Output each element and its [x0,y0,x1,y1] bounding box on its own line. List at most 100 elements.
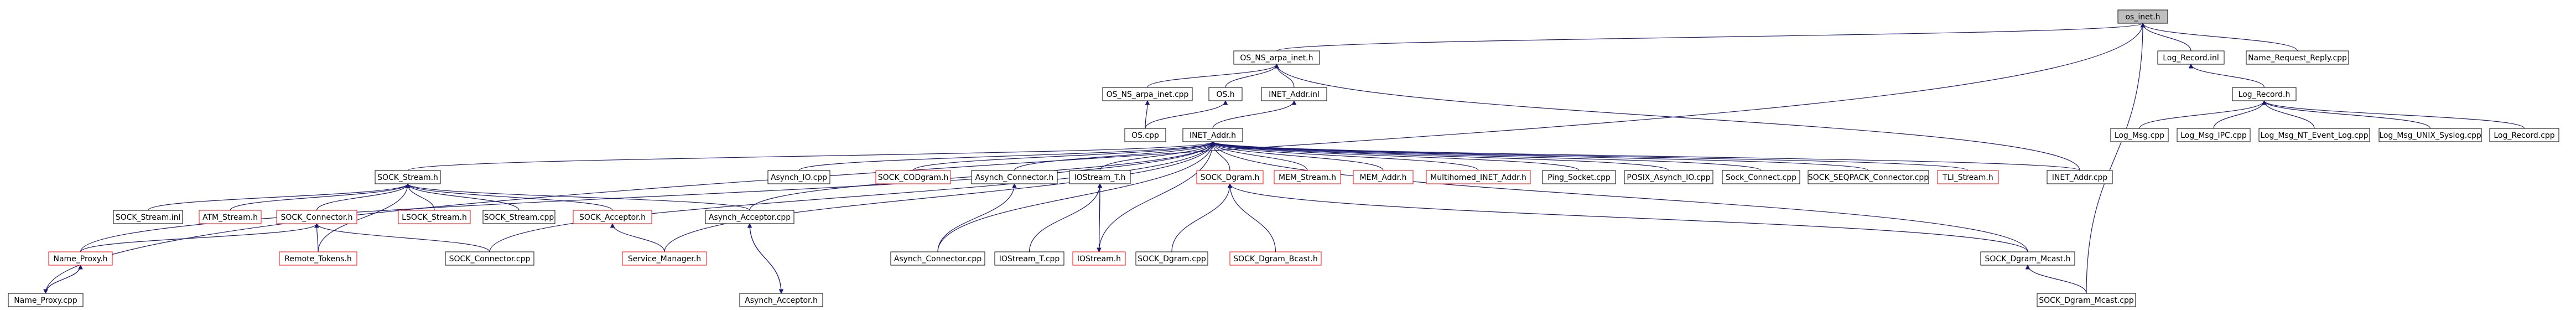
node-atm-stream-h[interactable]: ATM_Stream.h [199,210,262,224]
node-os-ns-arpa-inet-cpp[interactable]: OS_NS_arpa_inet.cpp [1102,87,1193,101]
node-box [890,251,985,266]
node-asynch-connector-h[interactable]: Asynch_Connector.h [971,170,1058,184]
node-log-record-h[interactable]: Log_Record.h [2232,87,2297,101]
node-log-msg-nt[interactable]: Log_Msg_NT_Event_Log.cpp [2258,128,2370,142]
node-ping-socket-cpp[interactable]: Ping_Socket.cpp [1542,170,1616,184]
node-box [994,251,1064,266]
node-inet-addr-cpp[interactable]: INET_Addr.cpp [2047,170,2113,184]
edge-iostream-h-to-inet-addr-h [1098,141,1216,252]
edge-line [45,265,81,294]
edge-line [1098,141,1213,252]
node-iostream-t-h[interactable]: IOStream_T.h [1069,170,1131,184]
node-log-record-cpp[interactable]: Log_Record.cpp [2489,128,2559,142]
edge-line [798,141,1213,171]
node-box [1072,251,1126,266]
edge-os-h-to-os-ns-arpa-inet-h [1225,63,1279,88]
edge-name-proxy-cpp-to-name-proxy-h [45,264,83,294]
node-log-record-inl[interactable]: Log_Record.inl [2157,50,2225,65]
node-box [279,251,357,266]
node-log-msg-cpp[interactable]: Log_Msg.cpp [2110,128,2169,142]
edge-line [937,141,1213,252]
node-socket-dgram-mcast-cpp[interactable]: SOCK_Dgram_Mcast.cpp [2037,293,2136,307]
node-asynch-io-cpp[interactable]: Asynch_IO.cpp [767,170,830,184]
node-sock-dgram-h[interactable]: SOCK_Dgram.h [1196,170,1264,184]
node-sock-connect-cpp[interactable]: Sock_Connect.cpp [1722,170,1800,184]
node-label: MEM_Stream.h [1279,173,1336,182]
node-box [2378,128,2482,142]
arrowhead [314,223,319,228]
node-mem-addr-h[interactable]: MEM_Addr.h [1353,170,1414,184]
node-box [1182,128,1243,142]
edge-inet-addr-h-to-inet-addr-inl [1212,100,1297,129]
edge-line [1212,141,1384,171]
node-sock-seqpack-connector-cpp[interactable]: SOCK_SEQPACK_Connector.cpp [1808,170,1929,184]
node-name-request-reply[interactable]: Name_Request_Reply.cpp [2246,50,2349,65]
node-sock-stream-h[interactable]: SOCK_Stream.h [375,170,441,184]
edges-layer [43,22,2525,294]
edge-line [1212,141,1580,171]
node-sock-stream-cpp[interactable]: SOCK_Stream.cpp [482,210,555,224]
node-iostream-h[interactable]: IOStream.h [1072,251,1126,266]
node-lsock-stream-h[interactable]: LSOCK_Stream.h [398,210,471,224]
node-iostream-t-cpp[interactable]: IOStream_T.cpp [994,251,1064,266]
node-box [705,210,794,224]
node-label: SOCK_Dgram_Mcast.cpp [2039,296,2134,305]
node-log-msg-ipc[interactable]: Log_Msg_IPC.cpp [2177,128,2251,142]
node-sock-stream-inl[interactable]: SOCK_Stream.inl [113,210,183,224]
node-label: Asynch_Connector.h [975,173,1054,182]
node-os-h[interactable]: OS.h [1208,87,1243,101]
edge-line [230,183,408,211]
node-os-inet[interactable]: os_inet.h [2117,9,2168,24]
node-label: Log_Msg_NT_Event_Log.cpp [2260,131,2368,140]
arrowhead [1223,100,1228,105]
edge-name-proxy-h-to-inet-addr-h [80,141,1216,252]
edge-remote-tokens-h-to-sock-connector-h [314,223,319,252]
node-sock-connector-h[interactable]: SOCK_Connector.h [276,210,357,224]
nodes-layer: os_inet.hOS_NS_arpa_inet.h Log_Record.inl… [8,9,2559,307]
edge-tli-stream-h-to-inet-addr-h [1210,141,1969,171]
node-label: Log_Msg_UNIX_Syslog.cpp [2379,131,2481,140]
node-sock-codgram-h[interactable]: SOCK_CODgram.h [875,170,951,184]
node-name-proxy-h[interactable]: Name_Proxy.h [48,251,113,266]
node-sock-dgram-cpp[interactable]: SOCK_Dgram.cpp [1135,251,1208,266]
edge-log-msg-cpp-to-log-record-h [2139,100,2267,129]
node-label: Log_Record.cpp [2494,131,2554,140]
node-sock-acceptor-h[interactable]: SOCK_Acceptor.h [573,210,652,224]
node-log-msg-unix[interactable]: Log_Msg_UNIX_Syslog.cpp [2378,128,2482,142]
edge-line [1212,141,1762,171]
node-remote-tokens-h[interactable]: Remote_Tokens.h [279,251,357,266]
node-box [1102,87,1193,101]
node-box [2177,128,2251,142]
node-label: LSOCK_Stream.h [402,213,467,222]
arrowhead [1210,141,1216,146]
node-label: OS_NS_arpa_inet.h [1240,54,1313,63]
node-box [1135,251,1208,266]
arrowhead [1097,247,1102,253]
node-sock-dgram-mcast-h[interactable]: SOCK_Dgram_Mcast.h [1980,251,2075,266]
node-label: Ping_Socket.cpp [1547,173,1611,182]
node-multihomed-inet-addr-h[interactable]: Multihomed_INET_Addr.h [1426,170,1531,184]
node-asynch-connector-cpp[interactable]: Asynch_Connector.cpp [890,251,985,266]
node-inet-addr-h[interactable]: INET_Addr.h [1182,128,1243,142]
node-asynch-acceptor-h[interactable]: Asynch_Acceptor.h [739,293,823,307]
node-sock-connector-cpp[interactable]: SOCK_Connector.cpp [445,251,534,266]
node-name-proxy-cpp[interactable]: Name_Proxy.cpp [8,293,84,307]
edge-sock-connector-cpp-to-inet-addr-h [489,141,1216,252]
edge-name-proxy-h-to-sock-connector-h [80,223,319,252]
edge-line [1212,141,1479,171]
edge-sock-stream-h-to-inet-addr-h [407,141,1216,171]
node-os-ns-arpa-inet-h[interactable]: OS_NS_arpa_inet.h [1233,50,1320,65]
node-sock-dgram-bcast-h[interactable]: SOCK_Dgram_Bcast.h [1229,251,1322,266]
node-service-manager-h[interactable]: Service_Manager.h [622,251,707,266]
node-inet-addr-inl[interactable]: INET_Addr.inl [1261,87,1327,101]
node-os-cpp[interactable]: OS.cpp [1124,128,1166,142]
node-tli-stream-h[interactable]: TLI_Stream.h [1937,170,1999,184]
arrowhead [610,223,615,228]
node-asynch-acceptor-cpp[interactable]: Asynch_Acceptor.cpp [705,210,794,224]
node-mem-stream-h[interactable]: MEM_Stream.h [1274,170,1341,184]
node-posix-asynch-io-cpp[interactable]: POSIX_Asynch_IO.cpp [1624,170,1713,184]
edge-log-record-h-to-log-record-inl [2188,63,2265,88]
node-box [276,210,357,224]
node-box [767,170,830,184]
edge-line [2027,265,2087,294]
